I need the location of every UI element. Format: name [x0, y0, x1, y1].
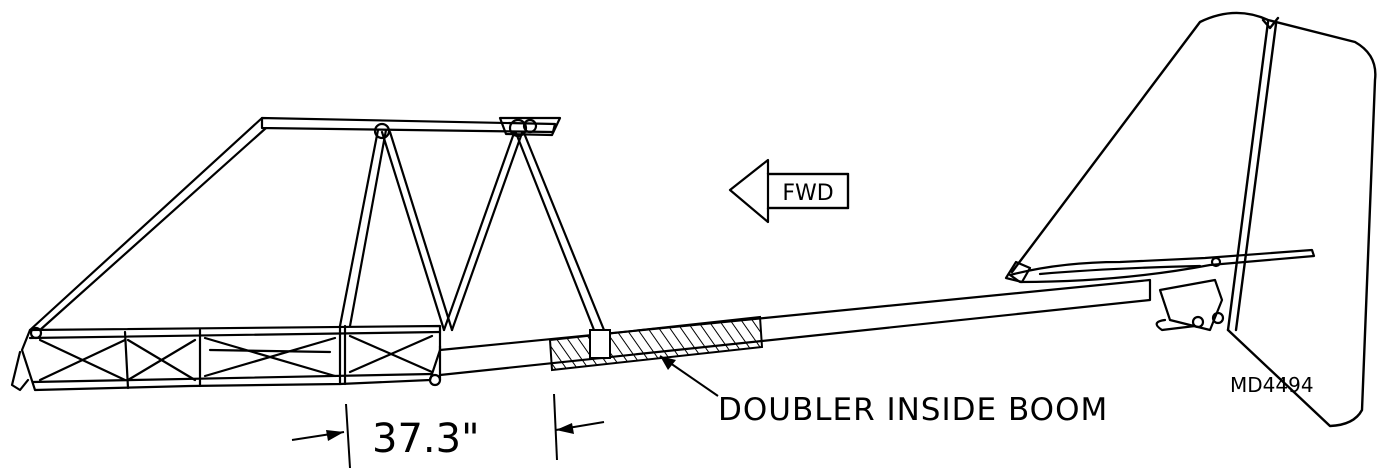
dimension-callout: 37.3" — [291, 393, 605, 468]
tailboom-tube — [438, 278, 1152, 382]
doubler-label: DOUBLER INSIDE BOOM — [718, 392, 1108, 428]
fwd-arrow: FWD — [728, 158, 850, 224]
fwd-label: FWD — [782, 181, 833, 206]
upper-truss — [28, 116, 608, 360]
vertical-fin — [1010, 11, 1377, 428]
doubler-hatch — [548, 315, 764, 372]
doubler-callout: DOUBLER INSIDE BOOM — [659, 355, 1108, 428]
stabilizer — [1004, 248, 1316, 284]
tail-skid — [1155, 278, 1225, 332]
drawing-id: MD4494 — [1230, 373, 1314, 397]
dimension-label: 37.3" — [372, 416, 479, 462]
box-truss — [10, 324, 442, 392]
